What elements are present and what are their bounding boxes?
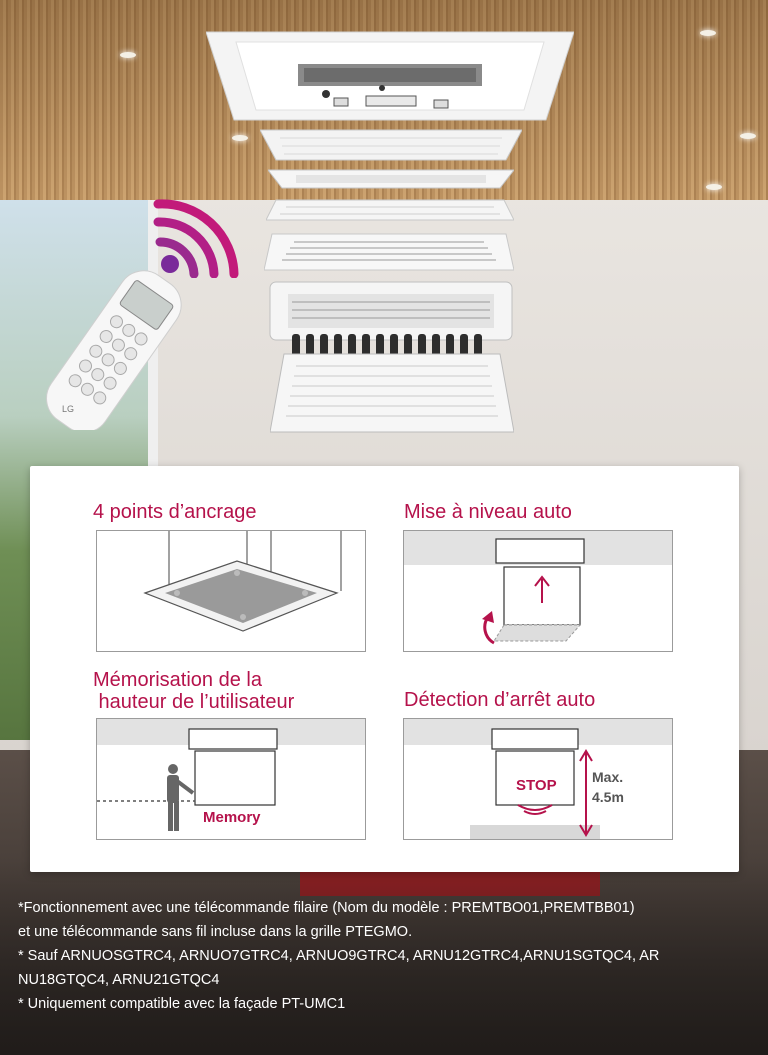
ceiling-spotlight xyxy=(740,133,756,139)
remote-control-icon: LG xyxy=(46,270,182,430)
feature-title-anchor-points: 4 points d’ancrage xyxy=(93,501,257,523)
ceiling-spotlight xyxy=(706,184,722,190)
footnotes: *Fonctionnement avec une télécommande fi… xyxy=(18,896,753,1016)
frame-layer xyxy=(268,169,514,189)
ceiling-spotlight xyxy=(232,135,248,141)
feature-title-height-memory-line2: hauteur de l’utilisateur xyxy=(93,691,295,713)
louver-panel xyxy=(269,281,513,341)
person-icon xyxy=(167,764,195,831)
feature-title-auto-stop: Détection d’arrêt auto xyxy=(404,689,596,711)
filter-layer xyxy=(260,129,522,161)
stop-label: STOP xyxy=(516,777,557,794)
vane-layer xyxy=(264,233,514,271)
auto-level-illustration xyxy=(403,530,673,652)
feature-title-height-memory-line1: Mémorisation de la xyxy=(93,669,262,691)
remote-brand-logo: LG xyxy=(62,404,74,414)
front-grille xyxy=(270,353,514,433)
footnote-line: *Fonctionnement avec une télécommande fi… xyxy=(18,900,635,916)
ceiling-spotlight xyxy=(700,30,716,36)
height-memory-illustration: Memory xyxy=(96,718,366,840)
wifi-signal-icon xyxy=(153,199,239,278)
footnote-line: NU18GTQC4, ARNU21GTQC4 xyxy=(18,972,220,988)
footnote-line: * Sauf ARNUOSGTRC4, ARNUO7GTRC4, ARNUO9G… xyxy=(18,948,660,964)
footnote-line: et une télécommande sans fil incluse dan… xyxy=(18,924,413,940)
max-height-label: Max. 4.5m xyxy=(592,769,624,805)
cassette-unit-top xyxy=(206,31,574,121)
grille-layer xyxy=(266,199,514,221)
auto-stop-illustration: STOP Max. 4.5m xyxy=(403,718,673,840)
memory-label: Memory xyxy=(203,809,261,826)
feature-title-auto-leveling: Mise à niveau auto xyxy=(404,501,572,523)
anchor-points-illustration xyxy=(96,530,366,652)
ceiling-spotlight xyxy=(120,52,136,58)
footnote-line: * Uniquement compatible avec la façade P… xyxy=(18,996,346,1012)
features-card: 4 points d’ancrage Mise à niveau auto Mé… xyxy=(30,466,739,872)
